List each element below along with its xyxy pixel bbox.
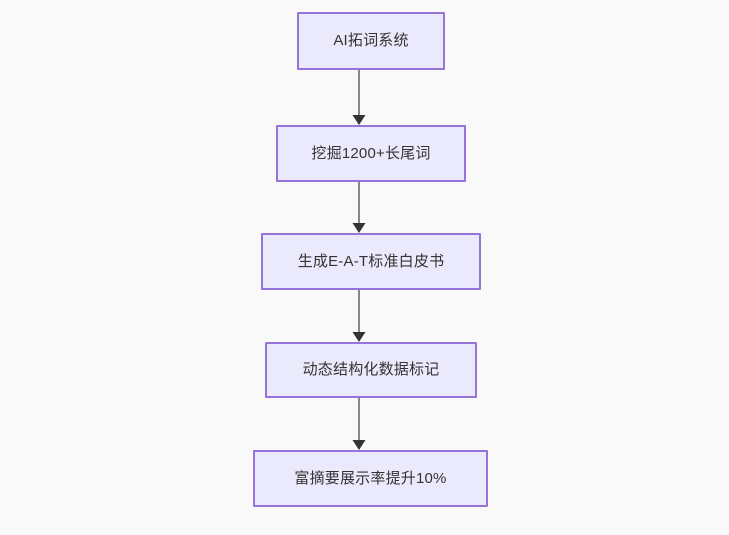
flowchart-node-n4[interactable]: 动态结构化数据标记 <box>265 342 477 398</box>
edge-arrow <box>347 290 371 342</box>
flowchart-node-label: 生成E-A-T标准白皮书 <box>297 252 445 270</box>
edge-arrow <box>347 182 371 233</box>
edge-arrow <box>347 70 371 125</box>
flowchart-node-n2[interactable]: 挖掘1200+长尾词 <box>276 125 466 182</box>
flowchart-node-label: 挖掘1200+长尾词 <box>311 144 431 162</box>
flowchart-node-n1[interactable]: AI拓词系统 <box>297 12 445 70</box>
flowchart-node-label: 动态结构化数据标记 <box>302 361 440 378</box>
flowchart-node-label: 富摘要展示率提升10% <box>294 469 447 487</box>
flowchart-node-label: AI拓词系统 <box>333 32 409 49</box>
flowchart-node-n3[interactable]: 生成E-A-T标准白皮书 <box>261 233 481 290</box>
flowchart-node-n5[interactable]: 富摘要展示率提升10% <box>253 450 488 507</box>
edge-arrow <box>347 398 371 450</box>
